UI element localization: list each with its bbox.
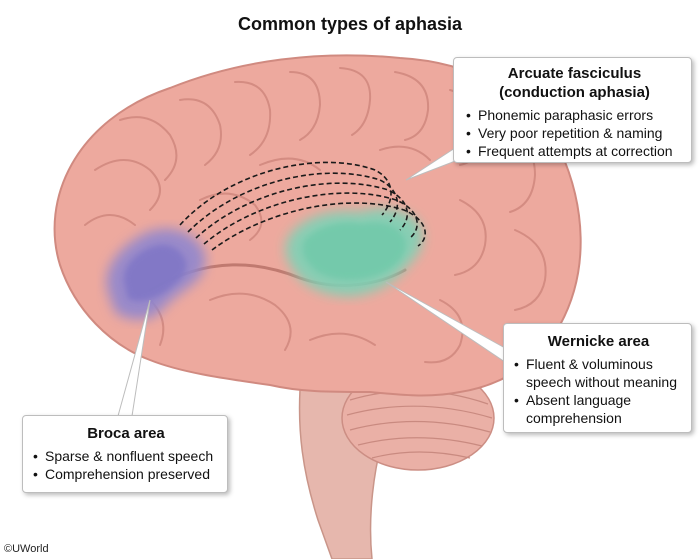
arcuate-heading-line1: Arcuate fasciculus [507, 65, 642, 82]
arcuate-fasciculus-callout: Arcuate fasciculus (conduction aphasia) … [453, 57, 692, 163]
list-item-text: Very poor repetition & naming [478, 125, 663, 141]
bullet: • [33, 448, 38, 464]
bullet: • [466, 125, 471, 141]
list-item: • Fluent & voluminous speech without mean… [514, 355, 683, 391]
wernicke-area-callout: Wernicke area • Fluent & voluminous speec… [503, 323, 692, 433]
list-item-text: Fluent & voluminous speech without meani… [526, 356, 677, 390]
list-item-text: Absent language comprehension [526, 392, 632, 426]
list-item: • Frequent attempts at correction [466, 142, 683, 160]
bullet: • [33, 466, 38, 482]
broca-list: • Sparse & nonfluent speech • Comprehensio… [33, 447, 219, 483]
list-item-text: Sparse & nonfluent speech [45, 448, 214, 464]
bullet: • [514, 392, 519, 408]
bullet: • [466, 143, 471, 159]
arcuate-list: • Phonemic paraphasic errors • Very poor r… [466, 106, 683, 160]
bullet: • [514, 356, 519, 372]
broca-heading: Broca area [87, 425, 165, 442]
list-item: • Sparse & nonfluent speech [33, 447, 219, 465]
page-title: Common types of aphasia [237, 14, 463, 34]
list-item-text: Comprehension preserved [45, 466, 210, 482]
list-item: • Absent language comprehension [514, 391, 683, 427]
wernicke-heading: Wernicke area [547, 333, 650, 350]
list-item: • Phonemic paraphasic errors [466, 106, 683, 124]
broca-region-core [124, 244, 187, 301]
wernicke-region-core [303, 222, 406, 280]
wernicke-list: • Fluent & voluminous speech without mean… [514, 355, 683, 427]
list-item: • Comprehension preserved [33, 465, 219, 483]
bullet: • [466, 107, 471, 123]
arcuate-heading-line2: (conduction aphasia) [499, 84, 650, 101]
copyright-credit: ©UWorld [4, 543, 49, 555]
list-item-text: Frequent attempts at correction [478, 143, 673, 159]
list-item-text: Phonemic paraphasic errors [478, 107, 654, 123]
broca-area-callout: Broca area • Sparse & nonfluent speech • C… [22, 415, 228, 493]
list-item: • Very poor repetition & naming [466, 124, 683, 142]
arcuate-fasciculus [179, 161, 426, 251]
